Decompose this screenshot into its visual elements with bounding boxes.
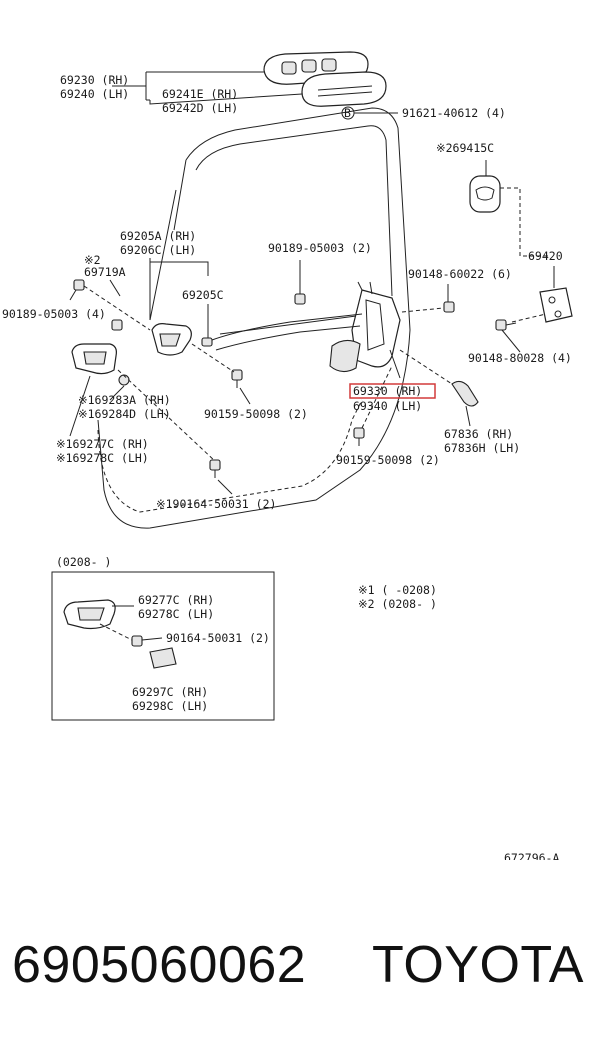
leader-69719A [109,279,121,297]
inside-handle-69205A [151,323,192,356]
label-69420: 69420 [528,249,563,263]
label-inset-range: (0208- ) [56,555,111,569]
label-69277C: 69277C (RH) [138,593,214,607]
seal-67836 [451,380,479,407]
leader-69205A [149,258,209,320]
screw-90148-60022 [443,301,455,313]
door-lock-69330 [329,281,401,373]
lock-cable-lower [215,325,361,351]
label-69206C: 69206C (LH) [120,243,196,257]
label-67836: 67836 (RH) [444,427,513,441]
door-inner-line [149,159,187,321]
inset-bezel-69277C [63,599,116,630]
leader-90148b [501,329,521,353]
dash-90159a [191,343,235,373]
label-69205A: 69205A (RH) [120,229,196,243]
label-69330: 69330 (RH) [353,384,422,398]
lock-cable-upper [211,313,363,341]
leader-69230 [112,71,264,100]
leader-90159a [239,387,251,405]
label-69240: 69240 (LH) [60,87,129,101]
label-90159a: 90159-50098 (2) [204,407,308,421]
label-90148b: 90148-80028 (4) [468,351,572,365]
leader-169277C [69,375,91,437]
label-69278C: 69278C (LH) [138,607,214,621]
label-190164: ※190164-50031 (2) [156,497,276,511]
inset-cover-69297C [149,647,177,669]
dash-67836 [399,349,453,385]
diagram-reference: 672796-A [504,851,559,860]
screw-190164-50031 [209,459,221,478]
ref-b-label: B [344,106,351,120]
label-67836H: 67836H (LH) [444,441,520,455]
leader-69241E [146,93,303,105]
label-69205C: 69205C [182,288,224,302]
inset-box [51,571,275,721]
dash-90164 [99,623,133,641]
leader-69330 [389,349,401,379]
label-169277C: ※169277C (RH) [56,437,149,451]
label-69230: 69230 (RH) [60,73,129,87]
label-90159b: 90159-50098 (2) [336,453,440,467]
highlight-69330-box [349,383,436,399]
dash-69415C [500,187,548,257]
label-x2: ※2 [84,253,101,267]
label-90164: 90164-50031 (2) [166,631,270,645]
label-90148a: 90148-60022 (6) [408,267,512,281]
door-outline [97,107,411,529]
label-69415C: ※269415C [436,141,494,155]
label-169278C: ※169278C (LH) [56,451,149,465]
leader-90164 [141,637,163,641]
outside-handle-frame-69241E [301,71,387,107]
leader-169283A [109,385,125,401]
label-69340: 69340 (LH) [353,399,422,413]
note-2: ※2 (0208- ) [358,597,437,611]
screw-90164-50031 [131,635,143,647]
label-169284D: ※169284D (LH) [78,407,171,421]
leader-67836 [465,405,471,427]
label-90189a: 90189-05003 (2) [268,241,372,255]
label-69241E: 69241E (RH) [162,87,238,101]
striker-69420 [539,287,573,323]
leader-90189b [69,289,77,301]
leader-190164 [217,479,233,495]
bolt-90148-80028 [495,319,517,331]
bolt-90159-50098-a [231,369,243,388]
dash-90148a [401,307,445,313]
door-inner-dashed [97,399,363,513]
parts-diagram: B 69230 (RH) 69240 (LH) 69241E (RH) 6924… [2,51,573,860]
dash-190164 [117,369,217,463]
door-window-frame [195,125,393,297]
label-90189b: 90189-05003 (4) [2,307,106,321]
footer: 6905060062 TOYOTA [0,935,600,1015]
bolt-90159-50098-b [353,427,365,446]
label-91621: 91621-40612 (4) [402,106,506,120]
clip-90189-05003-a [294,293,306,305]
lock-rod [219,315,357,335]
clip-69205C [201,337,213,347]
label-69242D: 69242D (LH) [162,101,238,115]
clip-90189-05003-b [73,279,85,291]
brand-name: TOYOTA [372,936,584,994]
label-69719A: 69719A [84,265,126,279]
dash-90189b [83,285,151,331]
dash-90148b [511,313,547,323]
note-1: ※1 ( -0208) [358,583,437,597]
label-69298C: 69298C (LH) [132,699,208,713]
label-169283A: ※169283A (RH) [78,393,171,407]
label-69297C: 69297C (RH) [132,685,208,699]
dash-90159b [361,365,393,429]
clip-69719A [111,319,123,331]
part-number: 6905060062 [12,936,307,994]
striker-cover-69415C [469,175,501,213]
bezel-169283A [71,343,117,375]
cap-169283A [118,374,130,386]
